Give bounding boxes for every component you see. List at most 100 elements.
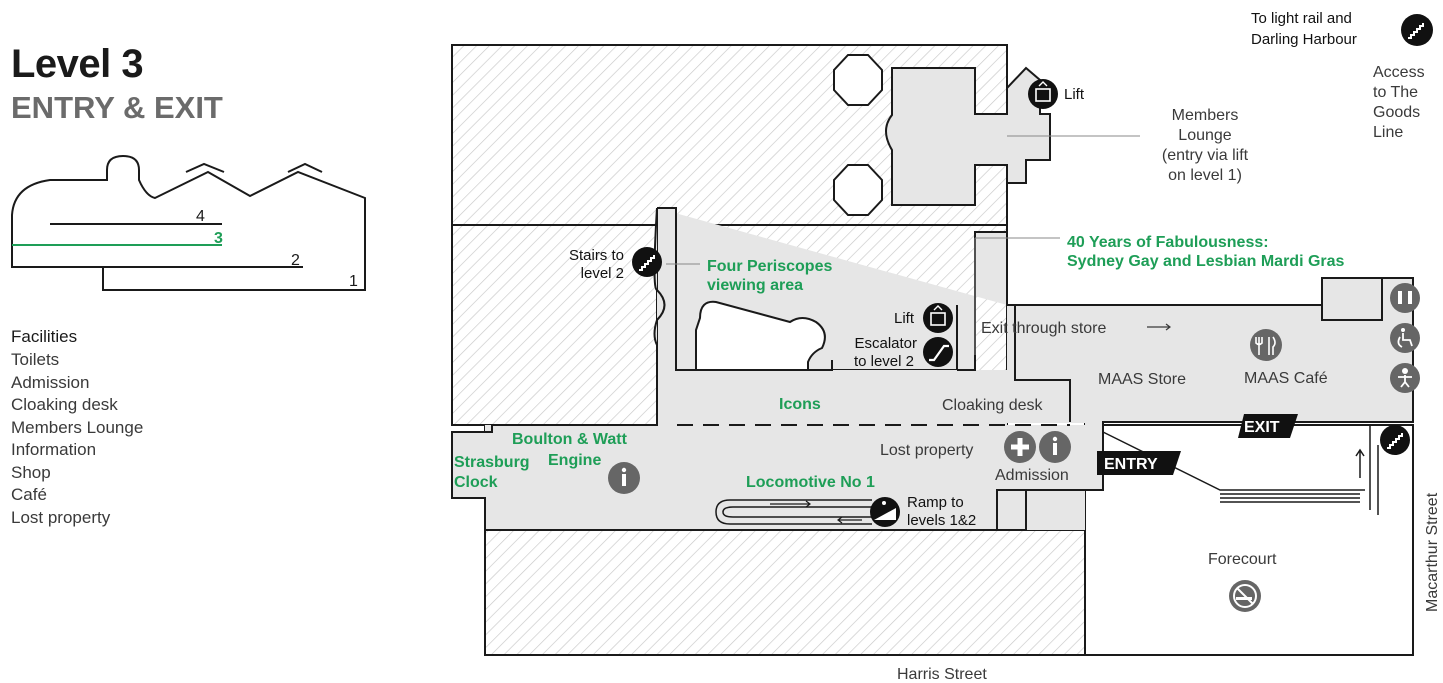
exit-arrow-up — [1355, 448, 1365, 478]
exhibition-label: 40 Years of Fabulousness: — [1067, 234, 1269, 251]
ramp-arrow-left — [837, 516, 862, 524]
boulton-watt-label: Boulton & Watt — [512, 431, 628, 448]
ramp-arrow-right — [770, 500, 811, 508]
facility-item[interactable]: Café — [11, 485, 47, 504]
info-icon[interactable] — [608, 462, 640, 494]
admission-wall — [996, 489, 1026, 530]
facility-item[interactable]: Members Lounge — [11, 417, 144, 437]
facility-item[interactable]: Admission — [11, 372, 90, 392]
stairs-label: Stairs to — [569, 247, 624, 264]
light-rail-label: To light rail and — [1251, 10, 1352, 27]
members-lounge-label: on level 1) — [1168, 167, 1242, 184]
stairs-label: level 2 — [581, 265, 624, 282]
roof-vent-right — [287, 162, 323, 173]
maas-cafe-label: MAAS Café — [1244, 370, 1328, 387]
store-inner-wall — [956, 304, 1071, 422]
facility-item[interactable]: Shop — [11, 462, 51, 482]
ramp-label: Ramp to — [907, 494, 964, 511]
entry-badge: ENTRY — [1097, 451, 1181, 475]
facility-item[interactable]: Lost property — [11, 507, 111, 527]
ramp-label: levels 1&2 — [907, 512, 976, 529]
exit-store-label: Exit through store — [981, 320, 1107, 337]
light-rail-label: Darling Harbour — [1251, 31, 1357, 48]
goods-line-label: Goods — [1373, 104, 1420, 121]
strasburg-clock-label: Clock — [454, 474, 498, 491]
strasburg-clock-label: Strasburg — [454, 454, 530, 471]
entry-steps — [1220, 493, 1360, 503]
floor-fill-store — [1007, 305, 1413, 423]
grey-upper-store — [1321, 277, 1383, 321]
ramp-icon[interactable] — [870, 497, 900, 527]
stairs-icon[interactable] — [632, 247, 662, 277]
members-lounge — [885, 66, 1051, 206]
lost-property-label: Lost property — [880, 442, 973, 459]
lower-hatched-area — [484, 529, 1086, 656]
octagon-bottom — [833, 164, 883, 216]
level-4-label: 4 — [196, 208, 205, 225]
lift-label: Lift — [1064, 86, 1085, 103]
lift-icon[interactable] — [1028, 79, 1058, 109]
escalator-icon[interactable] — [923, 337, 953, 367]
exit-badge-text: EXIT — [1244, 419, 1280, 436]
members-lounge-label: Members — [1172, 107, 1239, 124]
level-2-label: 2 — [291, 252, 300, 269]
floor-fill-column — [657, 208, 676, 378]
exit-path — [1362, 424, 1379, 515]
page-title: Level 3 — [11, 42, 144, 86]
level-section-diagram — [11, 154, 366, 291]
admission-label: Admission — [995, 467, 1069, 484]
escalator-label: Escalator — [854, 335, 917, 352]
escalator-label: to level 2 — [854, 353, 914, 370]
facility-item[interactable]: Cloaking desk — [11, 395, 118, 414]
level-3-label: 3 — [214, 230, 223, 247]
ramp — [715, 499, 872, 525]
lift-label: Lift — [894, 310, 915, 327]
facility-item[interactable]: Information — [11, 440, 97, 459]
level-1-label: 1 — [349, 273, 358, 290]
floor-fill-mid — [657, 370, 1007, 426]
cloaking-desk-label: Cloaking desk — [942, 397, 1044, 414]
members-lounge-label: (entry via lift — [1162, 147, 1249, 164]
floor-outline — [451, 207, 1414, 531]
icons-label: Icons — [779, 396, 821, 413]
toilets-icon[interactable] — [1390, 283, 1420, 313]
lift-icon[interactable] — [923, 303, 953, 333]
stairs-icon[interactable] — [1401, 14, 1433, 46]
periscope-viewing-area — [695, 300, 826, 371]
locomotive-label: Locomotive No 1 — [746, 474, 875, 491]
maas-store-label: MAAS Store — [1098, 371, 1186, 388]
exit-store-arrow — [1147, 323, 1171, 331]
baby-change-icon[interactable] — [1390, 363, 1420, 393]
stairs-icon[interactable] — [1380, 425, 1410, 455]
exit-badge: EXIT — [1238, 414, 1298, 438]
exhibition-label: Sydney Gay and Lesbian Mardi Gras — [1067, 253, 1345, 270]
octagon-top — [833, 54, 883, 106]
facilities-list: Toilets Admission Cloaking desk Members … — [11, 349, 143, 529]
entry-badge-text: ENTRY — [1104, 456, 1158, 473]
macarthur-street-label: Macarthur Street — [1424, 492, 1441, 612]
accessible-icon[interactable] — [1390, 323, 1420, 353]
goods-line-label: Access — [1373, 64, 1425, 81]
facilities-heading: Facilities — [11, 327, 78, 346]
goods-line-label: Line — [1373, 124, 1403, 141]
ramp-inner — [722, 506, 872, 518]
members-lounge-label: Lounge — [1178, 127, 1231, 144]
floor-fill-left — [452, 432, 492, 498]
no-smoking-icon — [1229, 580, 1261, 612]
info-icon[interactable] — [1039, 431, 1071, 463]
roof-vent-left — [185, 162, 225, 173]
harris-street-label: Harris Street — [897, 666, 987, 683]
floor-plan — [451, 44, 1414, 656]
building-silhouette — [11, 154, 366, 291]
floor-fill-lower — [485, 425, 1085, 530]
page-subtitle: ENTRY & EXIT — [11, 90, 223, 125]
goods-line-label: to The — [1373, 84, 1418, 101]
admission-cross-icon[interactable] — [1004, 431, 1036, 463]
periscopes-label: viewing area — [707, 277, 803, 294]
forecourt-label: Forecourt — [1208, 551, 1277, 568]
facility-item[interactable]: Toilets — [11, 350, 60, 369]
boulton-watt-label: Engine — [548, 452, 601, 469]
periscopes-label: Four Periscopes — [707, 258, 832, 275]
cafe-icon[interactable] — [1250, 329, 1282, 361]
